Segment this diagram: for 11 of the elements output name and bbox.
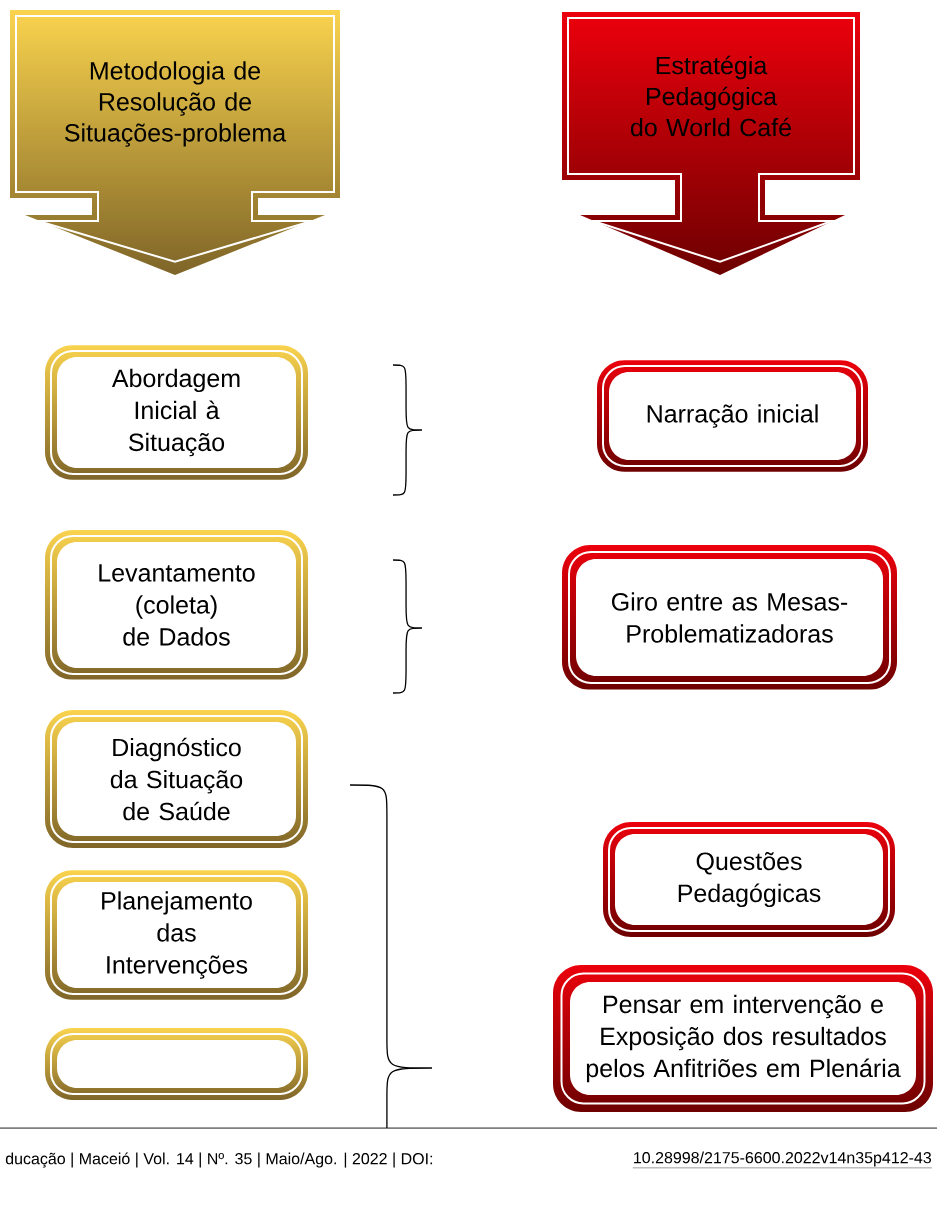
rounded-box: Abordagem Inicial à Situação	[50, 350, 303, 475]
rounded-box: Giro entre as Mesas-Problematizadoras	[568, 551, 891, 684]
footer-text: ducação | Maceió | Vol. 14 | Nº. 35 | Maio/Ago. | 2022 | DOI:	[4, 1151, 435, 1169]
doi-link: 10.28998/2175-6600.2022v14n35p412-43	[631, 1150, 933, 1170]
rounded-box: Diagnóstico da Situação de Saúde	[50, 715, 303, 843]
rounded-box	[50, 1033, 303, 1095]
rounded-box: Planejamento das Intervenções	[50, 875, 303, 995]
rounded-box: Narração inicial	[602, 365, 863, 467]
rounded-box: Levantamento (coleta) de Dados	[50, 535, 303, 675]
rounded-box: Pensar em intervenção e Exposição dos resultados pelos Anfitriões em Plenária	[560, 972, 926, 1105]
rounded-box: Questões Pedagógicas	[608, 827, 890, 932]
